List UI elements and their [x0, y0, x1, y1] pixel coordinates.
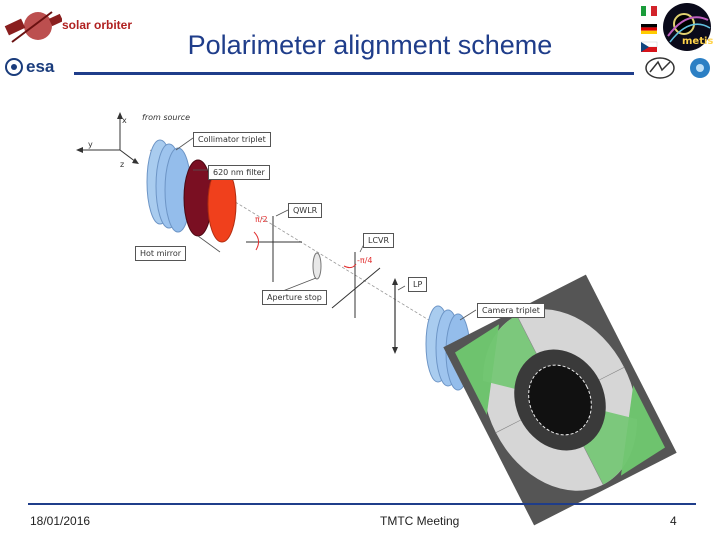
axis-y-label: y	[88, 140, 93, 149]
filter-620nm-label: 620 nm filter	[208, 165, 270, 180]
lp-label: LP	[408, 277, 428, 292]
title-divider	[74, 72, 634, 75]
lcvr-element	[331, 252, 381, 318]
partner-logos	[644, 56, 716, 82]
camera-triplet-label: Camera triplet	[477, 303, 545, 318]
metis-wordmark: metis	[682, 36, 714, 47]
page-number: 4	[670, 514, 677, 528]
axis-z-label: z	[120, 160, 125, 169]
qwlr-label: QWLR	[288, 203, 323, 218]
collimator-triplet-label: Collimator triplet	[193, 132, 271, 147]
asi-logo-icon	[645, 57, 675, 79]
hot-mirror-label: Hot mirror	[135, 246, 187, 261]
lcvr-label: LCVR	[363, 233, 395, 248]
metis-emblem-icon	[663, 3, 711, 51]
partner-flags	[640, 6, 659, 56]
metis-logo: metis	[660, 2, 714, 52]
qwlr-angle-label: π/2	[255, 215, 268, 224]
page-title: Polarimeter alignment scheme	[187, 30, 553, 60]
solar-orbiter-logo	[2, 4, 64, 50]
esa-logo: esa	[4, 57, 62, 78]
czech-flag-icon	[640, 41, 658, 52]
solar-orbiter-wordmark: solar orbiter	[62, 18, 133, 32]
footer-divider	[28, 503, 696, 505]
from-source-label: from source	[142, 113, 191, 122]
lcvr-angle-label: -π/4	[357, 256, 373, 265]
germany-flag-icon	[641, 24, 657, 34]
coordinate-axes	[76, 112, 139, 164]
camera-sample-image	[443, 274, 677, 526]
esa-wordmark: esa	[26, 57, 55, 76]
aperture-stop-label: Aperture stop	[262, 290, 327, 305]
footer-meeting: TMTC Meeting	[380, 514, 460, 528]
footer-date: 18/01/2016	[30, 514, 91, 528]
axis-x-label: x	[122, 116, 127, 125]
aperture-stop-element	[312, 252, 322, 280]
lp-element	[392, 278, 398, 354]
esa-emblem-icon	[5, 58, 23, 76]
solar-orbiter-emblem-icon	[4, 11, 64, 43]
italy-flag-icon	[641, 6, 657, 16]
partner-emblem-icon	[690, 58, 710, 78]
qwlr-element	[246, 216, 302, 282]
